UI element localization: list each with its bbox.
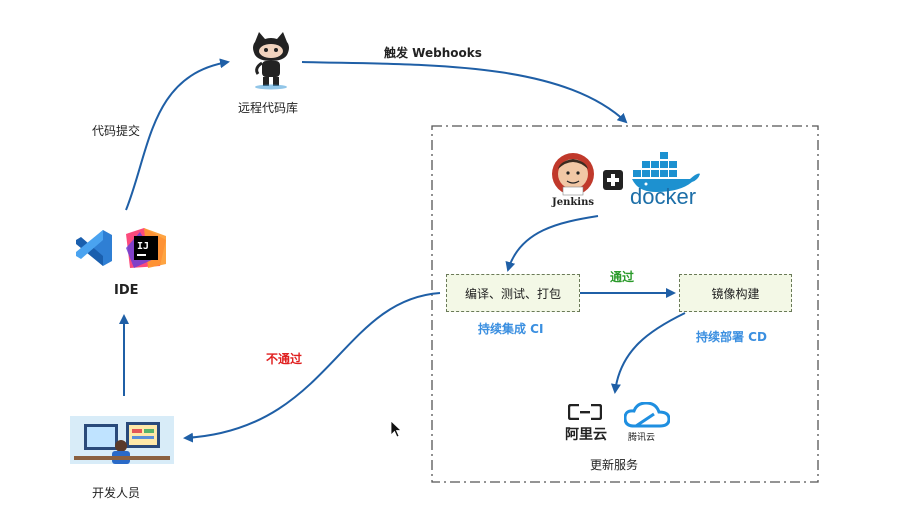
developer-label: 开发人员 xyxy=(92,486,141,500)
intellij-icon: IJ xyxy=(126,228,166,268)
vscode-icon xyxy=(76,230,112,266)
build-step-label: 编译、测试、打包 xyxy=(464,286,561,301)
build-step-box: 编译、测试、打包 xyxy=(446,274,580,312)
svg-text:IJ: IJ xyxy=(137,241,149,252)
ide-label: IDE xyxy=(114,283,139,298)
ci-label: 持续集成 CI xyxy=(478,322,544,336)
arrow-commit xyxy=(125,58,230,211)
mouse-cursor-icon xyxy=(390,420,402,438)
docker-whale-icon xyxy=(632,152,700,192)
deploy-label: 更新服务 xyxy=(590,458,639,472)
cd-label: 持续部署 CD xyxy=(696,330,767,344)
aliyun-icon xyxy=(568,404,602,420)
tencent-label: 腾讯云 xyxy=(628,433,656,443)
repo-label: 远程代码库 xyxy=(238,101,299,115)
developer-illustration xyxy=(70,416,174,464)
image-step-box: 镜像构建 xyxy=(679,274,792,312)
pass-label: 通过 xyxy=(610,270,635,284)
plus-icon xyxy=(603,170,623,190)
fail-label: 不通过 xyxy=(266,352,303,366)
arrow-fail xyxy=(183,292,441,443)
jenkins-icon xyxy=(552,153,594,196)
cicd-container xyxy=(431,125,819,483)
image-step-label: 镜像构建 xyxy=(711,286,760,301)
arrow-to-deploy xyxy=(610,312,686,394)
arrow-to-build xyxy=(505,215,599,272)
aliyun-label: 阿里云 xyxy=(565,427,607,443)
jenkins-label: Jenkins xyxy=(552,197,594,208)
commit-label: 代码提交 xyxy=(92,124,141,138)
webhooks-label: 触发 Webhooks xyxy=(384,46,482,60)
github-octocat-icon xyxy=(253,32,289,90)
tencent-cloud-icon xyxy=(624,402,670,428)
docker-wordmark: docker xyxy=(630,184,697,209)
arrow-webhooks xyxy=(301,61,628,124)
